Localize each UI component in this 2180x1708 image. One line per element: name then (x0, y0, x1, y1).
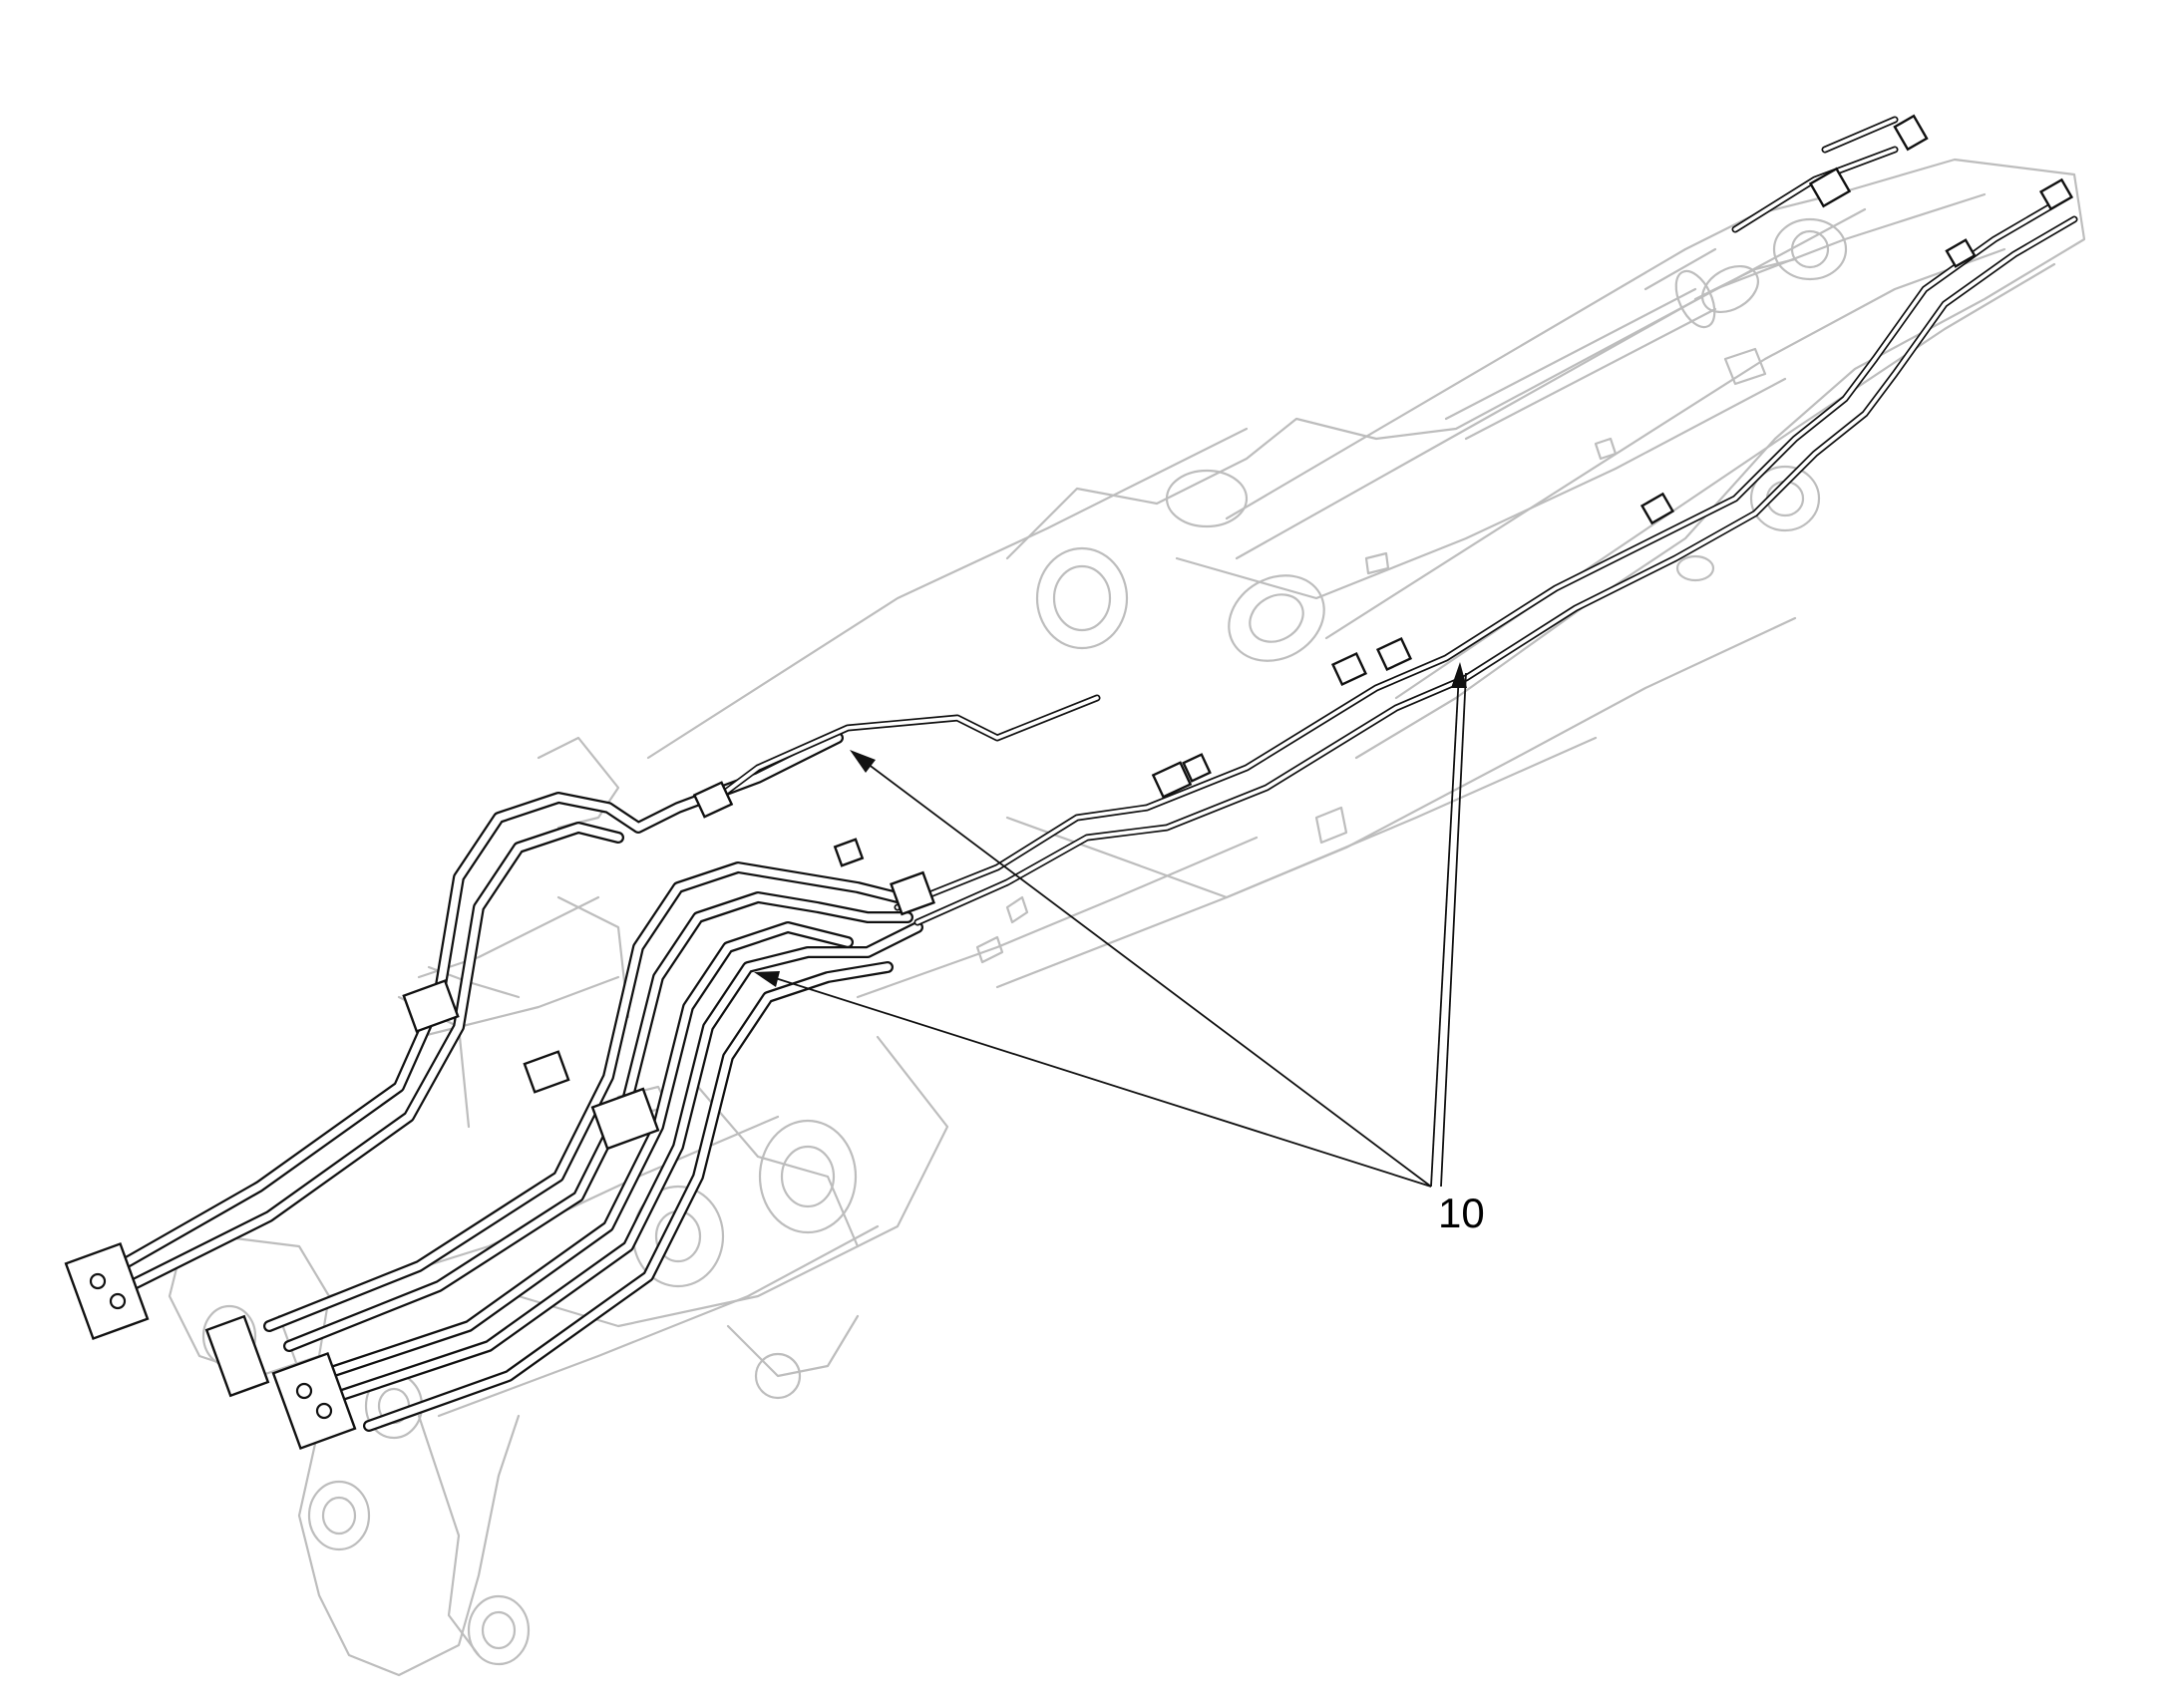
leader-line-2 (765, 974, 1432, 1188)
end-flanges (64, 1241, 357, 1451)
leader-line-4 (1440, 672, 1467, 1188)
arrowhead-1 (850, 750, 876, 773)
hydraulic-hoses (114, 732, 923, 1432)
callout-label-10: 10 (1438, 1190, 1485, 1236)
arrowhead-3 (1451, 662, 1467, 688)
arrowhead-2 (754, 971, 780, 987)
hydraulic-tubes (714, 116, 2078, 926)
callout-leaders (754, 662, 1467, 1188)
hose-clamps (402, 114, 2074, 1151)
leader-line-1 (859, 757, 1432, 1188)
leader-line-3 (1430, 672, 1460, 1188)
